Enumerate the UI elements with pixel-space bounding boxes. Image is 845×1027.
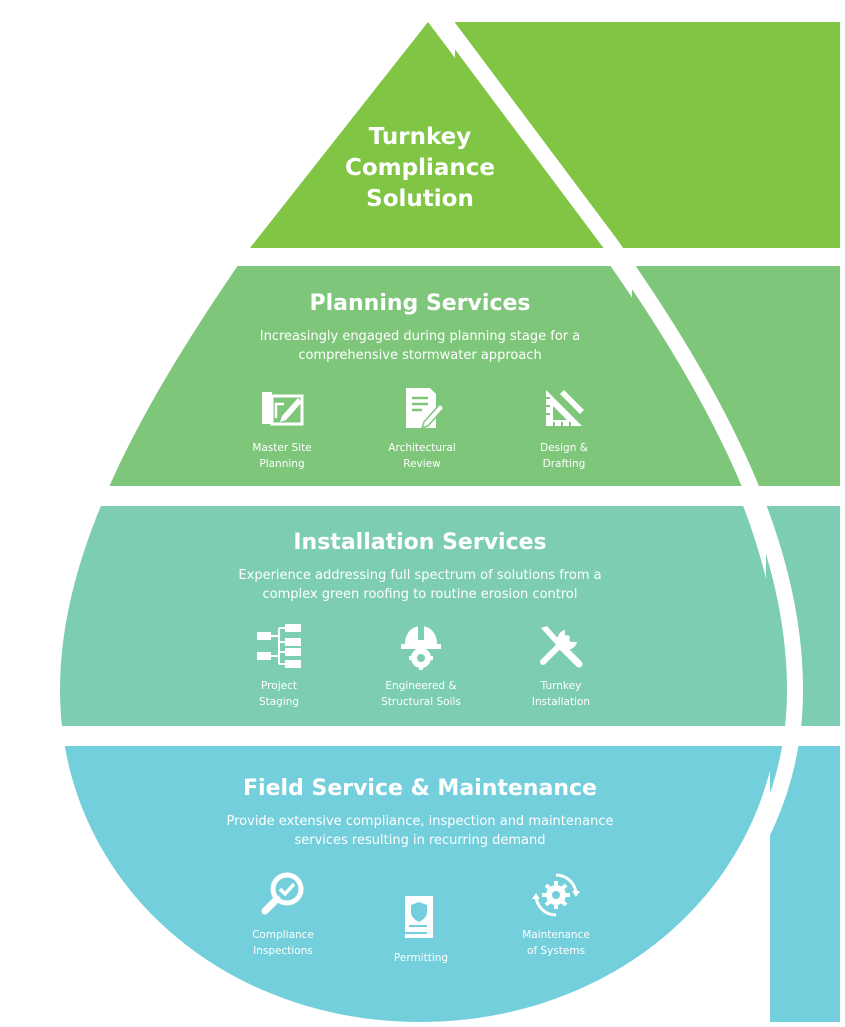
label-line: Planning [259, 458, 305, 470]
magnifier-check-icon [261, 872, 304, 915]
item-label: Architectural Review [362, 440, 482, 472]
description-line: Provide extensive compliance, inspection… [226, 814, 614, 829]
label-line: Inspections [253, 945, 313, 957]
planning-item-design-drafting: Design & Drafting [504, 384, 624, 472]
description-line: complex green roofing to routine erosion… [262, 587, 578, 602]
item-label: Permitting [361, 950, 481, 966]
label-line: Compliance [252, 929, 314, 941]
field-title: Field Service & Maintenance [243, 776, 597, 801]
item-label: Engineered & Structural Soils [361, 678, 481, 710]
field-item-permitting: Permitting [361, 894, 481, 966]
installation-item-project-staging: Project Staging [219, 622, 339, 710]
label-line: Master Site [252, 442, 312, 454]
label-line: Turnkey [540, 680, 582, 692]
field-item-maintenance-systems: Maintenance of Systems [496, 871, 616, 959]
gear-cycle-icon [532, 873, 580, 917]
item-label: Compliance Inspections [223, 927, 343, 959]
hard-hat-gear-icon [401, 626, 441, 670]
label-line: Structural Soils [381, 696, 461, 708]
item-label: Design & Drafting [504, 440, 624, 472]
installation-item-structural-soils: Engineered & Structural Soils [361, 622, 481, 710]
planning-description: Increasingly engaged during planning sta… [220, 327, 620, 365]
label-line: Project [261, 680, 297, 692]
installation-item-turnkey-installation: Turnkey Installation [501, 622, 621, 710]
label-line: Installation [531, 696, 591, 708]
description-line: services resulting in recurring demand [294, 833, 546, 848]
description-line: comprehensive stormwater approach [298, 348, 542, 363]
planning-item-architectural-review: Architectural Review [362, 384, 482, 472]
document-pen-icon [406, 388, 446, 430]
drop-band-installation [60, 506, 780, 726]
label-line: Staging [258, 696, 300, 708]
item-label: Master Site Planning [222, 440, 342, 472]
label-line: Engineered & [385, 680, 457, 692]
planning-item-master-site: Master Site Planning [222, 384, 342, 472]
item-label: Maintenance of Systems [496, 927, 616, 959]
label-line: Architectural [388, 442, 456, 454]
description-line: Increasingly engaged during planning sta… [259, 329, 581, 344]
label-line: Drafting [542, 458, 586, 470]
permit-document-icon [405, 896, 433, 938]
staging-flow-icon [257, 624, 301, 668]
top-title-line: Solution [366, 186, 474, 212]
label-line: Maintenance [522, 929, 590, 941]
triangle-ruler-icon [546, 390, 584, 426]
top-title-line: Compliance [344, 155, 495, 181]
label-line: Design & [540, 442, 588, 454]
installation-title: Installation Services [293, 530, 547, 555]
label-line: of Systems [526, 945, 586, 957]
description-line: Experience addressing full spectrum of s… [238, 568, 602, 583]
blueprint-pencil-icon [262, 392, 304, 426]
label-line: Review [403, 458, 441, 470]
drop-outline-gap [429, 15, 804, 1027]
installation-description: Experience addressing full spectrum of s… [200, 566, 640, 604]
item-label: Project Staging [219, 678, 339, 710]
label-line: Permitting [393, 952, 449, 964]
wrench-screwdriver-icon [540, 626, 583, 668]
planning-title: Planning Services [309, 291, 531, 316]
field-description: Provide extensive compliance, inspection… [200, 812, 640, 850]
top-title: Turnkey Compliance Solution [300, 122, 540, 215]
item-label: Turnkey Installation [501, 678, 621, 710]
top-title-line: Turnkey [368, 124, 472, 150]
field-item-compliance-inspections: Compliance Inspections [223, 871, 343, 959]
